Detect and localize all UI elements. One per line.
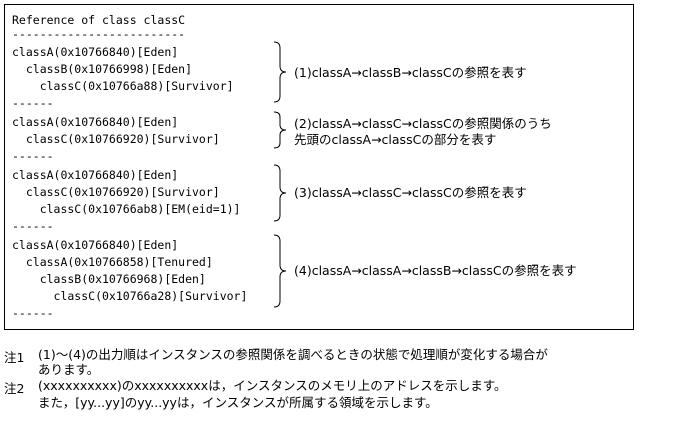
group2-desc-line1: (2)classA→classC→classCの参照関係のうち <box>294 116 552 131</box>
group2-sep: ------ <box>12 149 54 163</box>
group3-sep: ------ <box>12 219 54 233</box>
group1-sep: ------ <box>12 96 54 110</box>
brace-icon <box>273 164 287 222</box>
note2-line2: また，[yy...yy]のyy...yyは，インスタンスが所属する領域を示します… <box>38 395 438 410</box>
group3-desc: (3)classA→classC→classCの参照を表す <box>294 185 527 200</box>
group2-line2: classC(0x10766920)[Survivor] <box>12 132 220 146</box>
output-header: Reference of class classC <box>12 13 186 27</box>
group3-line3: classC(0x10766ab8)[EM(eid=1)] <box>12 202 241 216</box>
group4-line4: classC(0x10766a28)[Survivor] <box>12 289 248 303</box>
group4-sep: ------ <box>12 306 54 320</box>
brace-icon <box>273 111 287 149</box>
note2-label: 注2 <box>4 381 25 396</box>
group4-line1: classA(0x10766840)[Eden] <box>12 238 179 252</box>
brace-icon <box>273 41 287 103</box>
group4-line3: classB(0x10766968)[Eden] <box>12 272 206 286</box>
group4-line2: classA(0x10766858)[Tenured] <box>12 255 213 269</box>
group1-line3: classC(0x10766a88)[Survivor] <box>12 79 234 93</box>
group1-line1: classA(0x10766840)[Eden] <box>12 45 179 59</box>
brace-icon <box>273 234 287 308</box>
group4-desc: (4)classA→classA→classB→classCの参照を表す <box>294 263 577 278</box>
group2-line1: classA(0x10766840)[Eden] <box>12 115 179 129</box>
note1-line1: (1)～(4)の出力順はインスタンスの参照関係を調べるときの状態で処理順が変化す… <box>38 347 548 362</box>
note1-label: 注1 <box>4 350 25 365</box>
output-frame <box>4 4 634 330</box>
header-rule: ------------------------- <box>12 27 186 41</box>
group3-line1: classA(0x10766840)[Eden] <box>12 168 179 182</box>
group1-line2: classB(0x10766998)[Eden] <box>12 62 193 76</box>
note2-line1: (xxxxxxxxxx)のxxxxxxxxxxは，インスタンスのメモリ上のアドレ… <box>38 378 507 393</box>
note1-line2: あります。 <box>38 362 100 377</box>
group3-line2: classC(0x10766920)[Survivor] <box>12 185 220 199</box>
group2-desc-line2: 先頭のclassA→classCの部分を表す <box>294 132 497 147</box>
group1-desc: (1)classA→classB→classCの参照を表す <box>294 65 527 80</box>
